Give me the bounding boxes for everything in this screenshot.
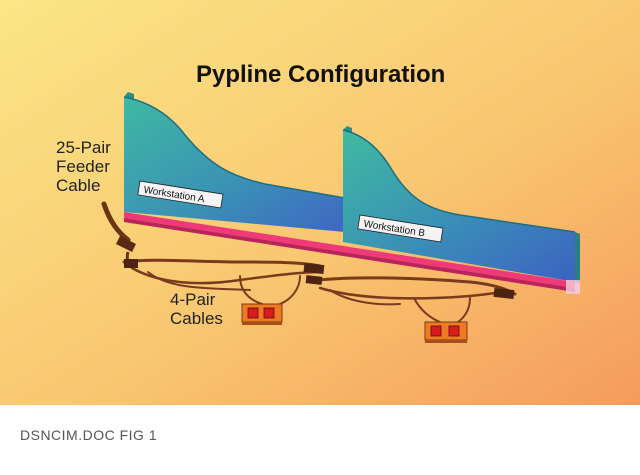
cables-label-line1: 4-Pair <box>170 290 216 309</box>
diagram-title: Pypline Configuration <box>196 61 445 88</box>
outlet-box-2 <box>424 321 468 343</box>
pink-rail <box>124 212 580 294</box>
workstation-b-panel <box>342 126 580 284</box>
four-pair-cables-label: 4-Pair Cables <box>170 290 223 328</box>
feeder-label-line3: Cable <box>56 176 100 195</box>
caption-area: DSNCIM.DOC FIG 1 <box>0 405 640 475</box>
feeder-label-line2: Feeder <box>56 157 110 176</box>
cables-label-line2: Cables <box>170 309 223 328</box>
cable-connectors <box>124 259 515 300</box>
pypline-diagram: Pypline Configuration Workstation A Work… <box>0 0 640 405</box>
feeder-label-line1: 25-Pair <box>56 138 111 157</box>
feeder-cable-label: 25-Pair Feeder Cable <box>56 138 116 195</box>
figure-caption: DSNCIM.DOC FIG 1 <box>20 427 158 443</box>
outlet-box-1 <box>241 303 283 325</box>
